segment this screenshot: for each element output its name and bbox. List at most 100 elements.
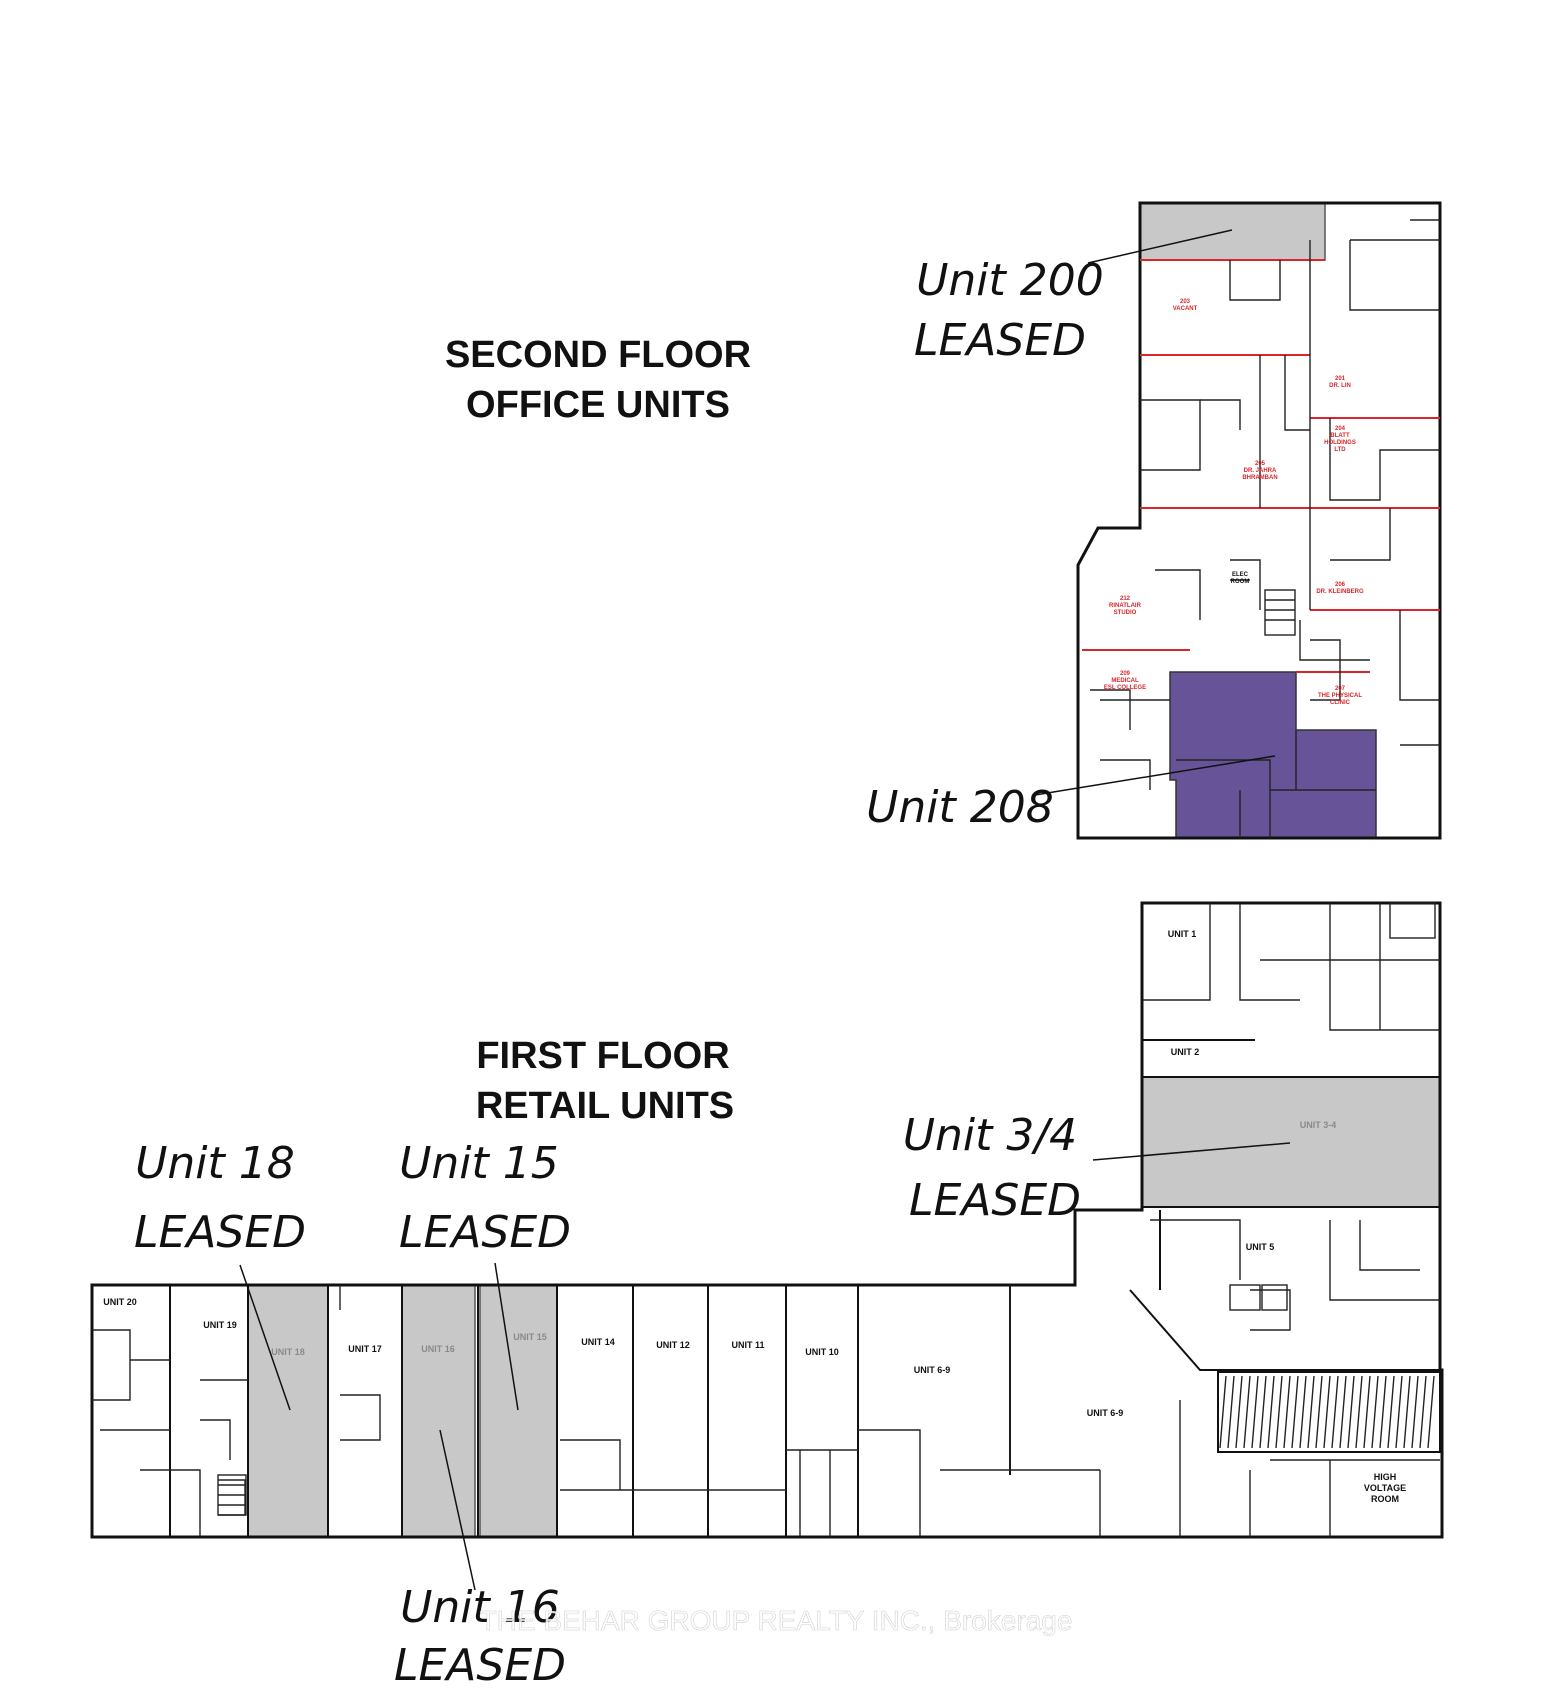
second-floor-heading-line1: SECOND FLOOR xyxy=(445,334,751,376)
unit-18-callout-name: Unit 18 xyxy=(135,1138,295,1189)
unit-208-leader-line xyxy=(1034,755,1276,796)
room-201-label: 201 xyxy=(1335,376,1346,382)
unit-200-callout-status: LEASED xyxy=(914,315,1086,366)
room-209-tenant-2: ESL COLLEGE xyxy=(1104,685,1146,691)
room-204-tenant-2: HOLDINGS xyxy=(1324,440,1356,446)
room-205-label: 205 xyxy=(1255,461,1266,467)
stair-tread xyxy=(1235,1375,1243,1449)
room-212-tenant-2: STUDIO xyxy=(1114,610,1137,616)
stair-hatch xyxy=(1219,1375,1435,1449)
room-209-tenant-1: MEDICAL xyxy=(1111,678,1139,684)
room-212-tenant-1: RINATLAIR xyxy=(1109,603,1142,609)
unit-17-label: UNIT 17 xyxy=(348,1344,382,1354)
room-204-tenant-1: BLATT xyxy=(1330,433,1350,439)
first-floor-ramp-stairs xyxy=(1217,1371,1441,1453)
unit-12-label: UNIT 12 xyxy=(656,1340,690,1350)
room-206-tenant: DR. KLEINBERG xyxy=(1316,589,1364,595)
stair-tread xyxy=(1355,1375,1363,1449)
stair-tread xyxy=(1411,1375,1419,1449)
second-floor-room-labels: 203 VACANT 201 DR. LIN 204 BLATT HOLDING… xyxy=(1104,299,1364,706)
room-205-tenant-2: BHRAMBAN xyxy=(1242,475,1277,481)
stair-tread xyxy=(1371,1375,1379,1449)
first-floor-heading-line1: FIRST FLOOR xyxy=(476,1035,729,1077)
first-floor-small-stair xyxy=(217,902,1436,1516)
stair-tread xyxy=(1339,1375,1347,1449)
stair-tread xyxy=(1379,1375,1387,1449)
room-203-tenant: VACANT xyxy=(1173,306,1198,312)
stair-tread xyxy=(1315,1375,1323,1449)
stair-tread xyxy=(1267,1375,1275,1449)
unit-3-4-leader-line xyxy=(1092,1142,1291,1161)
second-floor-interior-walls xyxy=(1090,219,1440,838)
unit-16-callout-name: Unit 16 xyxy=(400,1582,560,1633)
high-voltage-room-label-1: HIGH xyxy=(1374,1472,1397,1482)
room-204-tenant-3: LTD xyxy=(1334,447,1346,453)
unit-6-9-label-a: UNIT 6-9 xyxy=(914,1365,951,1375)
first-floor-heading-line2: RETAIL UNITS xyxy=(476,1085,734,1127)
second-floor-heading-line2: OFFICE UNITS xyxy=(466,384,730,426)
unit-15-callout-name: Unit 15 xyxy=(399,1138,559,1189)
stair-tread xyxy=(1427,1375,1435,1449)
second-floor-outline xyxy=(1076,201,1442,840)
unit-3-4-label: UNIT 3-4 xyxy=(1300,1120,1337,1130)
brokerage-watermark: THE BEHAR GROUP REALTY INC., Brokerage xyxy=(480,1605,1073,1636)
first-floor-interior-walls xyxy=(92,903,1440,1537)
unit-16-label: UNIT 16 xyxy=(421,1344,455,1354)
second-floor-stairs xyxy=(1264,589,1296,636)
room-203-label: 203 xyxy=(1180,299,1191,305)
unit-5-label: UNIT 5 xyxy=(1246,1242,1275,1252)
stair-tread xyxy=(1331,1375,1339,1449)
unit-15-label: UNIT 15 xyxy=(513,1332,547,1342)
stair-tread xyxy=(1227,1375,1235,1449)
first-floor-plan: UNIT 1 UNIT 2 UNIT 3-4 UNIT 5 UNIT 20 UN… xyxy=(90,901,1444,1539)
unit-3-4-highlight xyxy=(1141,1076,1441,1208)
stair-tread xyxy=(1299,1375,1307,1449)
stair-tread xyxy=(1347,1375,1355,1449)
stair-tread xyxy=(1387,1375,1395,1449)
room-206-label: 206 xyxy=(1335,582,1346,588)
unit-200-highlight xyxy=(1139,202,1326,261)
unit-208-callout-name: Unit 208 xyxy=(866,782,1054,833)
unit-15-highlight xyxy=(479,1284,558,1538)
stair-tread xyxy=(1275,1375,1283,1449)
room-207-label: 207 xyxy=(1335,686,1346,692)
unit-10-label: UNIT 10 xyxy=(805,1347,839,1357)
elec-room-label-2: ROOM xyxy=(1231,579,1250,585)
unit-6-9-label-b: UNIT 6-9 xyxy=(1087,1408,1124,1418)
room-207-tenant-1: THE PHYSICAL xyxy=(1318,693,1362,699)
stair-tread xyxy=(1395,1375,1403,1449)
stair-tread xyxy=(1219,1375,1227,1449)
unit-2-label: UNIT 2 xyxy=(1171,1047,1200,1057)
unit-20-label: UNIT 20 xyxy=(103,1297,137,1307)
room-201-tenant: DR. LIN xyxy=(1329,383,1351,389)
stair-tread xyxy=(1323,1375,1331,1449)
room-205-tenant-1: DR. JAHRA xyxy=(1244,468,1277,474)
unit-15-leader-line xyxy=(494,1262,519,1411)
second-floor-plan: 203 VACANT 201 DR. LIN 204 BLATT HOLDING… xyxy=(1076,201,1442,840)
first-floor-unit-labels: UNIT 1 UNIT 2 UNIT 3-4 UNIT 5 UNIT 20 UN… xyxy=(103,929,1406,1504)
stair-tread xyxy=(1251,1375,1259,1449)
unit-15-callout-status: LEASED xyxy=(399,1207,571,1258)
unit-19-label: UNIT 19 xyxy=(203,1320,237,1330)
stair-tread xyxy=(1283,1375,1291,1449)
first-floor-outline xyxy=(90,901,1444,1539)
stair-tread xyxy=(1363,1375,1371,1449)
elec-room-label-1: ELEC xyxy=(1232,572,1249,578)
tenant-boundaries xyxy=(1082,259,1440,673)
unit-16-callout-status: LEASED xyxy=(394,1640,566,1688)
unit-18-label: UNIT 18 xyxy=(271,1347,305,1357)
unit-1-label: UNIT 1 xyxy=(1168,929,1197,939)
unit-14-label: UNIT 14 xyxy=(581,1337,615,1347)
unit-3-4-callout-status: LEASED xyxy=(909,1175,1081,1226)
stair-tread xyxy=(1243,1375,1251,1449)
high-voltage-room-label-3: ROOM xyxy=(1371,1494,1399,1504)
stair-tread xyxy=(1419,1375,1427,1449)
unit-11-label: UNIT 11 xyxy=(731,1340,764,1350)
unit-200-callout-name: Unit 200 xyxy=(916,255,1104,306)
room-207-tenant-2: CLINIC xyxy=(1330,700,1351,706)
unit-18-callout-status: LEASED xyxy=(134,1207,306,1258)
unit-18-leader-line xyxy=(239,1264,291,1411)
unit-16-highlight xyxy=(401,1284,476,1538)
unit-16-leader-line xyxy=(439,1429,476,1591)
